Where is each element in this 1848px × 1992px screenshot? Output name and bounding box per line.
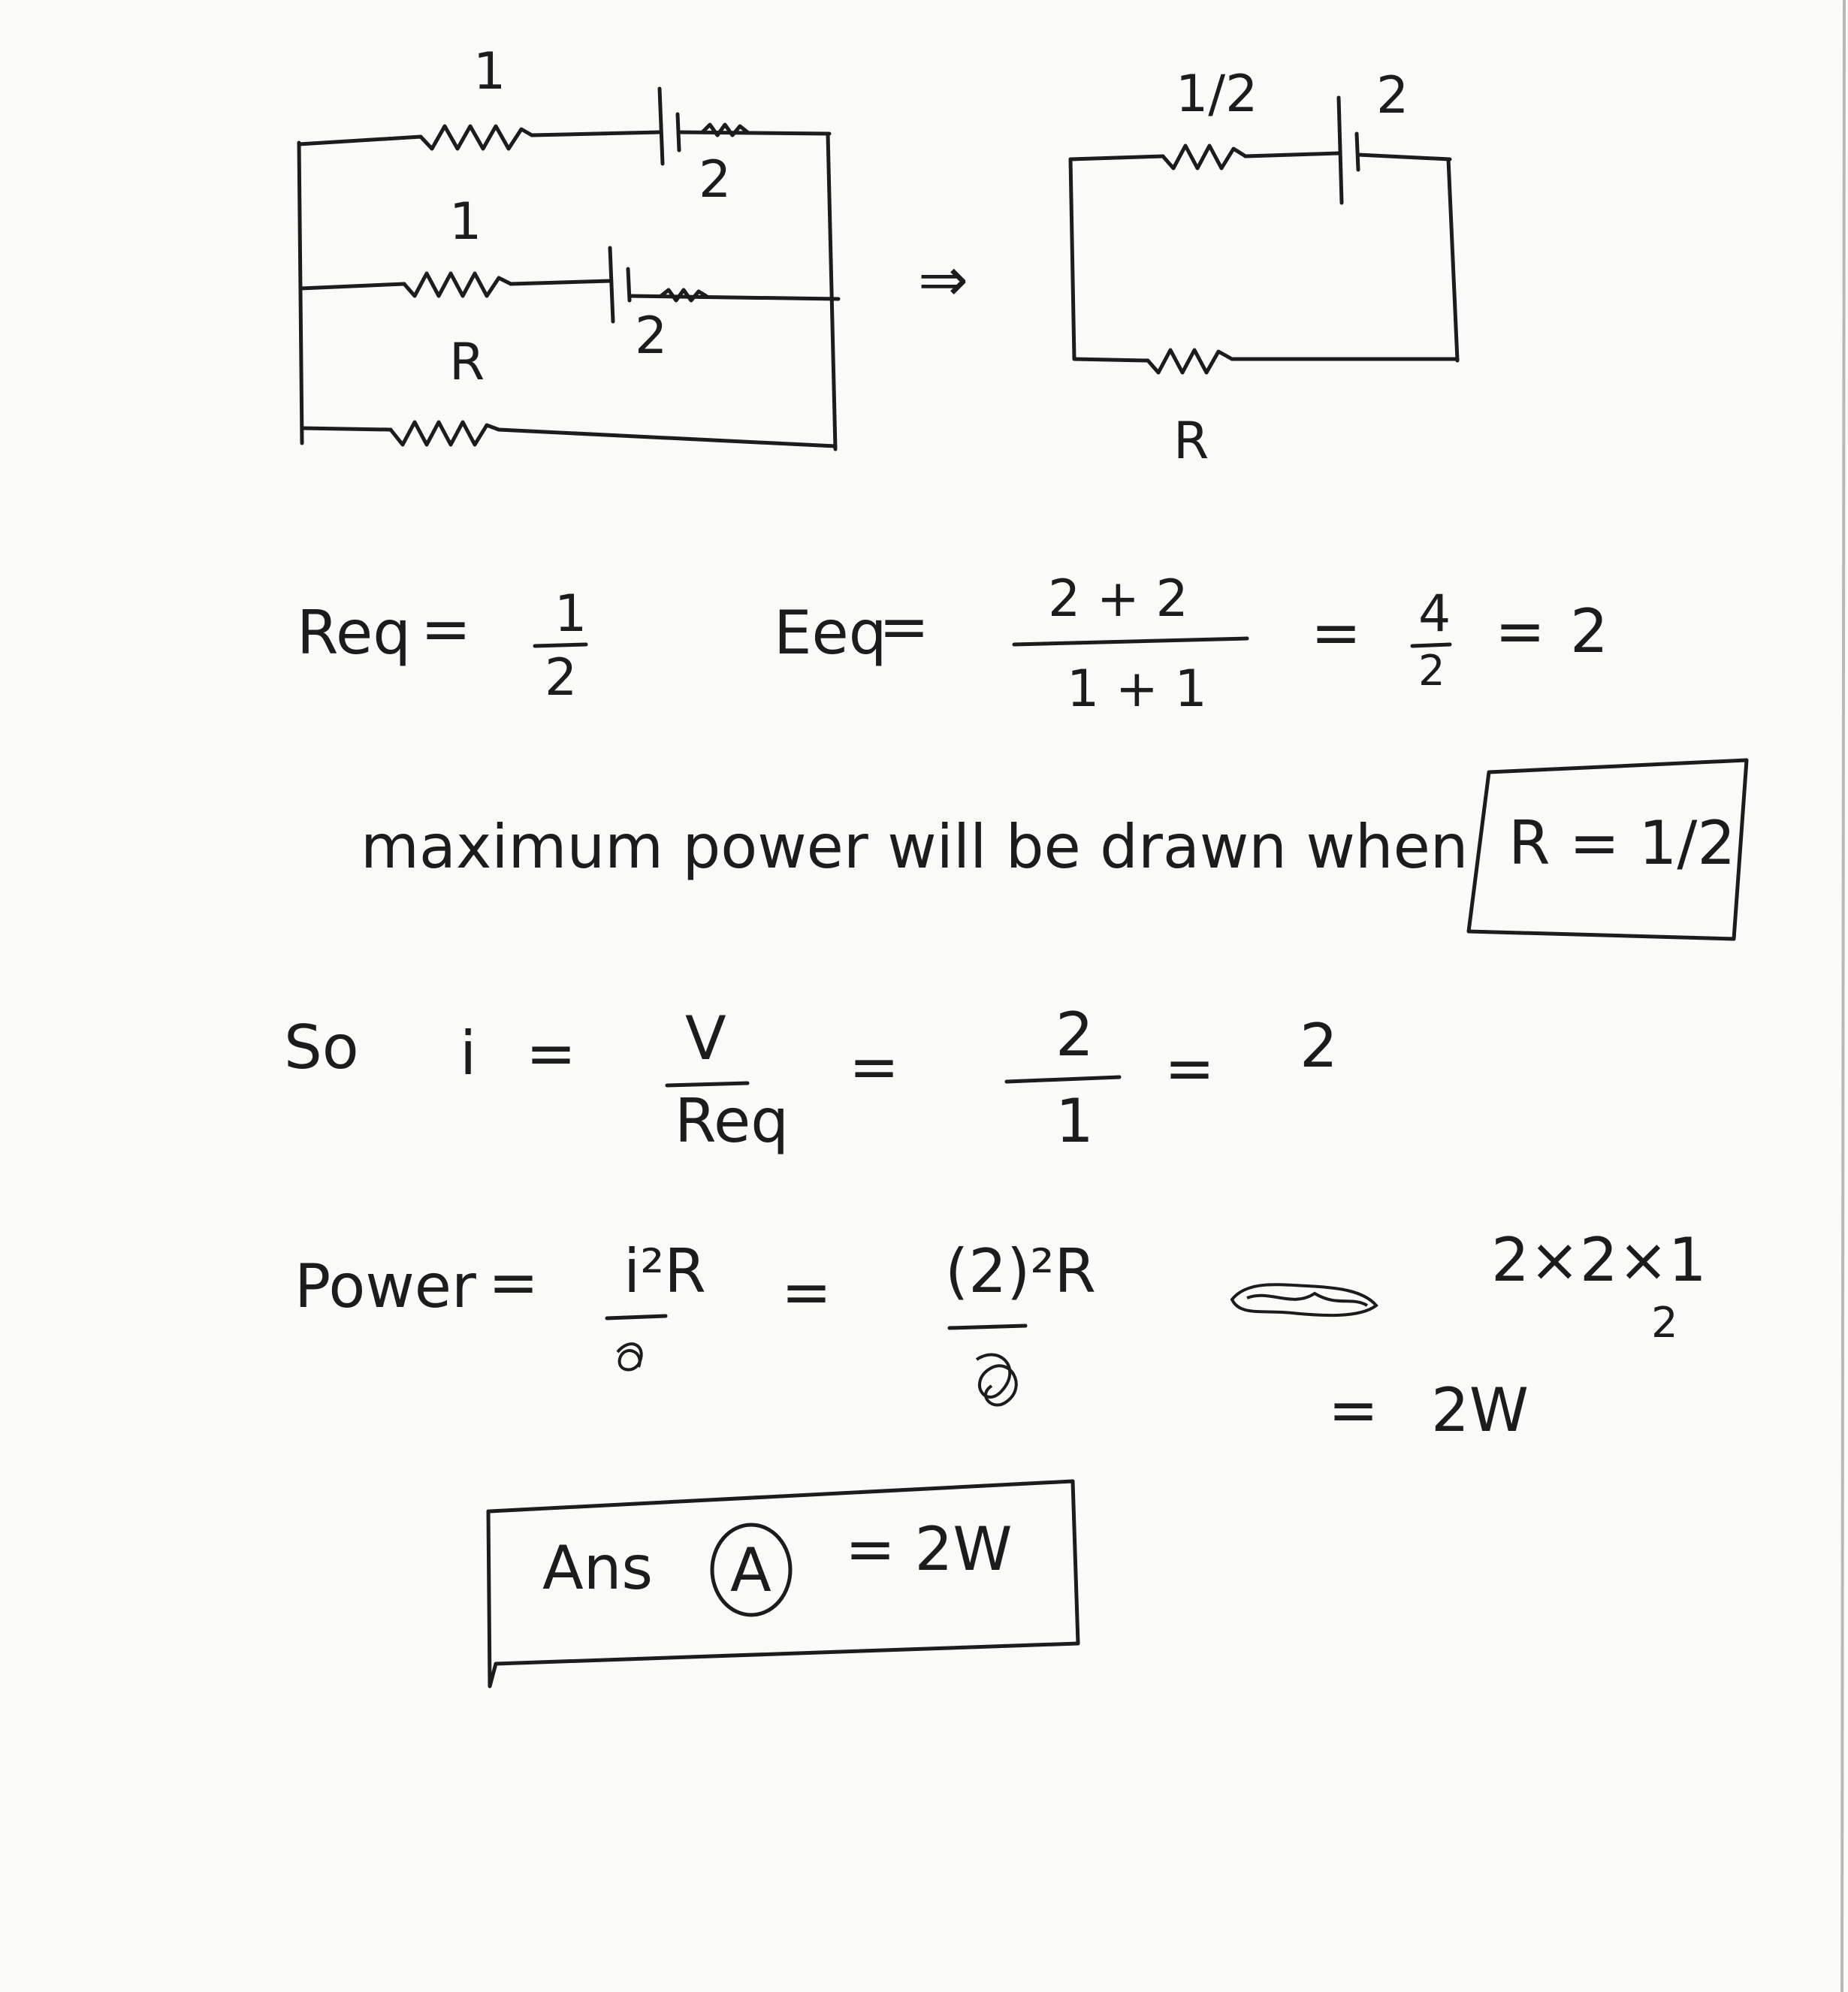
current-calculation: So i = V Req = 2 1 = 2 [284, 1000, 1338, 1156]
current-equals: = [526, 1019, 576, 1088]
power-label: Power [294, 1251, 476, 1321]
equivalent-equations: Req = 1 2 Eeq = 2 + 2 1 + 1 = 4 2 = 2 [297, 569, 1608, 719]
power-product: 2×2×1 [1491, 1225, 1707, 1295]
current-fraction-bar [665, 1081, 750, 1088]
power-equals-3: = [1328, 1375, 1378, 1445]
eeq-fraction-bar [1012, 636, 1249, 647]
req-label: Req [297, 598, 411, 668]
label-r1: 1 [473, 42, 506, 101]
power-substituted: (2)²R [945, 1236, 1096, 1306]
circuit-left: 1 2 1 2 R [297, 42, 841, 451]
current-i: i [460, 1019, 476, 1088]
battery-right-long-plate [1336, 95, 1344, 205]
power-result: 2W [1431, 1375, 1529, 1445]
right-wire-vertical [826, 131, 838, 451]
internal-resistor-middle [659, 288, 708, 303]
power-formula: i²R [624, 1236, 706, 1306]
current-req: Req [675, 1086, 789, 1156]
equivalent-arrow: ⇒ [918, 245, 968, 315]
current-numerator: 2 [1055, 1000, 1094, 1070]
right-circuit-top-wire-2 [1243, 151, 1341, 158]
answer-label: Ans [542, 1533, 653, 1603]
final-answer: Ans A = 2W [486, 1479, 1080, 1689]
eeq-frac-bar [1410, 642, 1452, 648]
label-e2: 2 [635, 306, 667, 366]
eeq-label: Eeq [774, 598, 887, 668]
answer-box [486, 1479, 1080, 1689]
resistor-half [1161, 143, 1248, 171]
top-branch-wire [297, 134, 423, 146]
label-e1: 2 [699, 150, 731, 210]
answer-value: = 2W [845, 1514, 1012, 1584]
power-equals: = [488, 1248, 539, 1317]
req-denominator: 2 [545, 648, 577, 708]
right-circuit-top-wire [1068, 154, 1165, 161]
circuit-right: 1/2 2 R [1068, 65, 1460, 471]
eeq-frac-num: 4 [1418, 584, 1451, 644]
so-label: So [284, 1013, 359, 1082]
label-r-right: R [1173, 412, 1209, 471]
label-r3: R [449, 333, 485, 392]
current-equals-3: = [1164, 1034, 1215, 1103]
right-circuit-top-wire-3 [1356, 152, 1452, 161]
crossed-out-scribble-3 [1230, 1283, 1378, 1317]
current-v: V [685, 1004, 726, 1073]
answer-option-circle [710, 1523, 793, 1617]
resistor-r [1146, 348, 1234, 375]
battery-top-long-plate [657, 86, 665, 166]
battery-right-short-plate [1354, 131, 1360, 172]
power-equals-2: = [781, 1257, 832, 1327]
statement-text: maximum power will be drawn when [361, 812, 1469, 882]
current-result: 2 [1300, 1011, 1338, 1081]
resistor-bottom [388, 420, 501, 447]
crossed-out-scribble [616, 1342, 643, 1372]
power-calculation: Power = i²R = (2)²R 2×2×1 2 = 2W [294, 1225, 1707, 1445]
label-r2: 1 [449, 192, 482, 252]
current-equals-2: = [849, 1032, 899, 1102]
label-e-right: 2 [1376, 66, 1409, 125]
bottom-branch-wire-2 [497, 427, 838, 448]
label-r-half: 1/2 [1176, 65, 1258, 124]
eeq-frac-den: 2 [1418, 647, 1445, 696]
req-numerator: 1 [554, 584, 587, 644]
req-equals: = [421, 594, 471, 664]
page-edge [1840, 0, 1846, 1992]
right-circuit-left-wire [1068, 157, 1076, 361]
max-power-statement: maximum power will be drawn when R = 1/2 [361, 758, 1749, 941]
eeq-numerator: 2 + 2 [1048, 569, 1188, 629]
current-fraction-bar-2 [1004, 1075, 1122, 1084]
power-product-den: 2 [1651, 1299, 1678, 1348]
req-fraction-bar [533, 642, 588, 648]
battery-middle-long-plate [608, 246, 615, 324]
internal-resistor-top [700, 122, 750, 137]
middle-branch-wire-2 [509, 279, 612, 286]
left-wire-vertical [297, 140, 304, 445]
eeq-denominator: 1 + 1 [1067, 659, 1207, 719]
right-circuit-bottom-wire [1072, 357, 1150, 363]
right-circuit-right-wire [1446, 157, 1460, 363]
power-formula-bar [605, 1314, 668, 1320]
eeq-equals-2: = [1311, 598, 1361, 668]
top-branch-wire-2 [530, 130, 662, 137]
bottom-branch-wire [300, 426, 393, 432]
eeq-equals-3: = [1495, 596, 1545, 666]
eeq-equals: = [879, 592, 929, 662]
middle-branch-wire [298, 282, 406, 291]
resistor-middle [402, 271, 513, 298]
power-substituted-bar [947, 1323, 1028, 1330]
middle-branch-wire-3 [627, 294, 841, 301]
resistor-top [418, 124, 534, 151]
answer-option: A [730, 1535, 772, 1605]
statement-box [1466, 758, 1749, 941]
current-denominator: 1 [1055, 1086, 1094, 1156]
statement-boxed-value: R = 1/2 [1508, 808, 1735, 878]
crossed-out-scribble-2 [975, 1353, 1018, 1407]
eeq-result: 2 [1570, 596, 1608, 666]
